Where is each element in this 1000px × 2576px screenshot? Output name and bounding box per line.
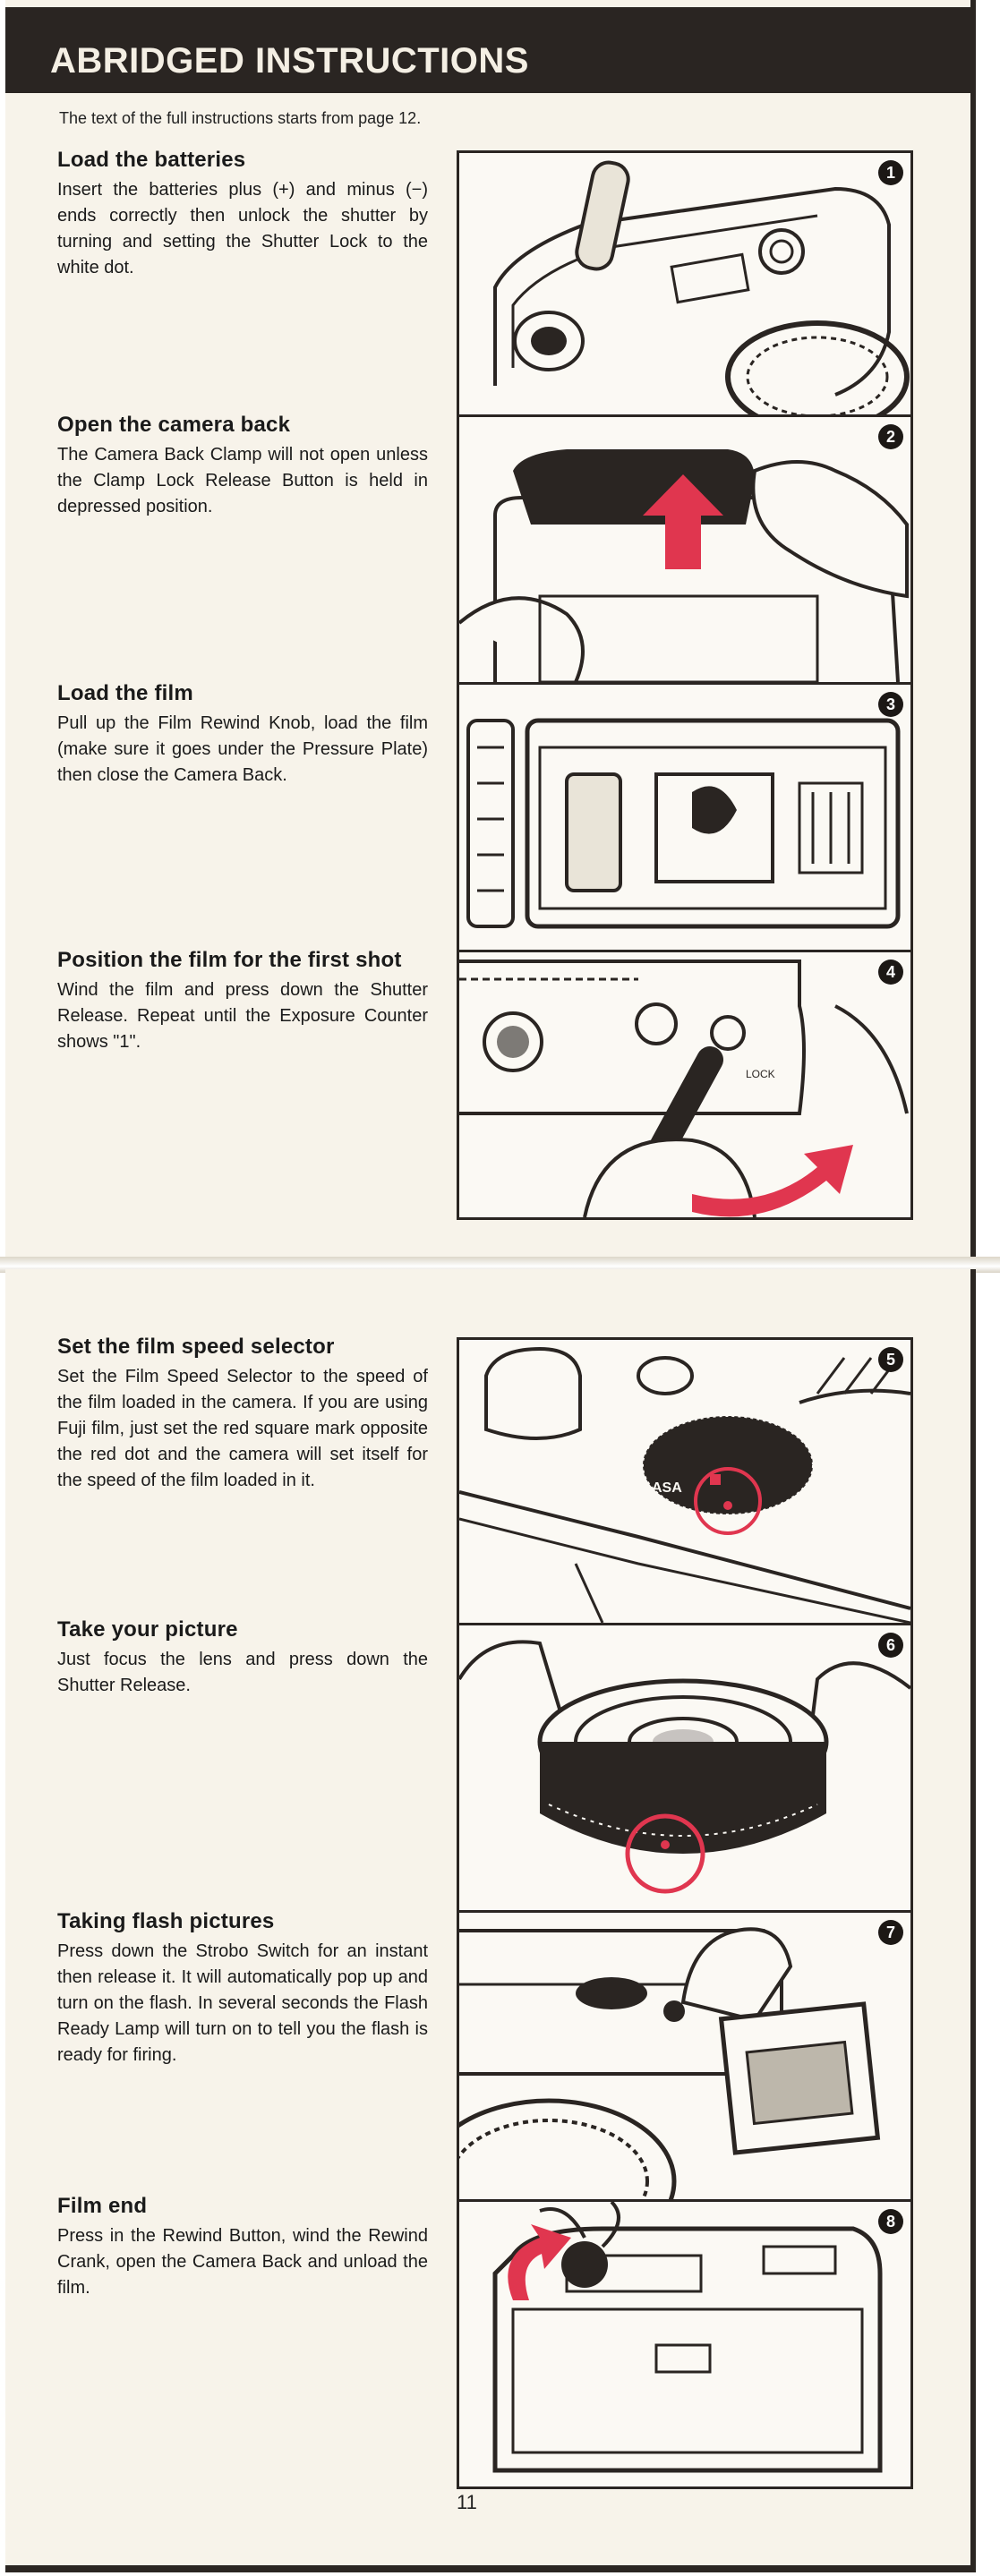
lock-label: LOCK [746, 1068, 775, 1080]
step-number-2: 2 [878, 424, 903, 449]
illustration-film-speed: ASA 5 [459, 1340, 910, 1625]
page-title: ABRIDGED INSTRUCTIONS [50, 41, 529, 81]
wind-film-drawing: LOCK [459, 960, 909, 1217]
illustration-column-bottom: ASA 5 [457, 1337, 913, 2489]
step-4-body: Wind the film and press down the Shutter… [57, 980, 428, 1052]
step-7-body: Press down the Strobo Switch for an inst… [57, 1941, 428, 2065]
step-7-title: Taking flash pictures [57, 1909, 275, 1933]
step-6-text: Take your picture Just focus the lens an… [57, 1616, 428, 1699]
film-end-drawing [492, 2202, 883, 2473]
step-7-text: Taking flash pictures Press down the Str… [57, 1908, 428, 2068]
step-number-8: 8 [878, 2209, 903, 2234]
step-5-title: Set the film speed selector [57, 1335, 335, 1359]
page-number: 11 [457, 2491, 477, 2513]
illustration-wind-film: LOCK 4 [459, 952, 910, 1217]
step-1-body: Insert the batteries plus (+) and minus … [57, 180, 428, 277]
step-4-title: Position the film for the first shot [57, 948, 402, 972]
illustration-batteries: 1 [459, 153, 910, 417]
load-film-drawing [466, 718, 901, 929]
step-1-title: Load the batteries [57, 148, 246, 172]
flash-drawing [459, 1927, 881, 2199]
step-number-3: 3 [878, 692, 903, 717]
illustration-camera-back: 2 [459, 417, 910, 685]
illustration-take-picture: 6 [459, 1625, 910, 1913]
step-4-text: Position the film for the first shot Win… [57, 947, 428, 1055]
step-2-body: The Camera Back Clamp will not open unle… [57, 445, 428, 516]
step-3-text: Load the film Pull up the Film Rewind Kn… [57, 680, 428, 789]
step-number-5: 5 [878, 1347, 903, 1372]
page-fold [0, 1257, 1000, 1273]
illustration-film-end: 8 [459, 2202, 910, 2486]
step-2-text: Open the camera back The Camera Back Cla… [57, 412, 428, 520]
header-bar: ABRIDGED INSTRUCTIONS [5, 7, 970, 93]
asa-label: ASA [652, 1480, 682, 1496]
step-3-body: Pull up the Film Rewind Knob, load the f… [57, 713, 428, 785]
step-1-text: Load the batteries Insert the batteries … [57, 147, 428, 281]
step-5-text: Set the film speed selector Set the Film… [57, 1334, 428, 1494]
film-speed-drawing: ASA [459, 1346, 910, 1623]
illustration-column-top: 1 2 [457, 150, 913, 1220]
step-number-1: 1 [878, 160, 903, 185]
step-8-text: Film end Press in the Rewind Button, win… [57, 2193, 428, 2301]
step-3-title: Load the film [57, 681, 193, 705]
page-top: ABRIDGED INSTRUCTIONS The text of the fu… [5, 0, 976, 1260]
page-bottom: Set the film speed selector Set the Film… [5, 1269, 976, 2572]
step-6-title: Take your picture [57, 1617, 238, 1642]
step-6-body: Just focus the lens and press down the S… [57, 1650, 428, 1695]
step-8-body: Press in the Rewind Button, wind the Rew… [57, 2226, 428, 2298]
step-5-body: Set the Film Speed Selector to the speed… [57, 1367, 428, 1490]
battery-drawing [493, 160, 910, 414]
step-number-6: 6 [878, 1633, 903, 1658]
take-picture-drawing [459, 1640, 910, 1894]
intro-text: The text of the full instructions starts… [59, 109, 422, 127]
illustration-flash: 7 [459, 1913, 910, 2202]
step-8-title: Film end [57, 2194, 148, 2218]
camera-back-drawing [459, 449, 909, 682]
step-number-4: 4 [878, 960, 903, 985]
illustration-load-film: 3 [459, 685, 910, 952]
step-2-title: Open the camera back [57, 413, 291, 437]
step-number-7: 7 [878, 1920, 903, 1945]
